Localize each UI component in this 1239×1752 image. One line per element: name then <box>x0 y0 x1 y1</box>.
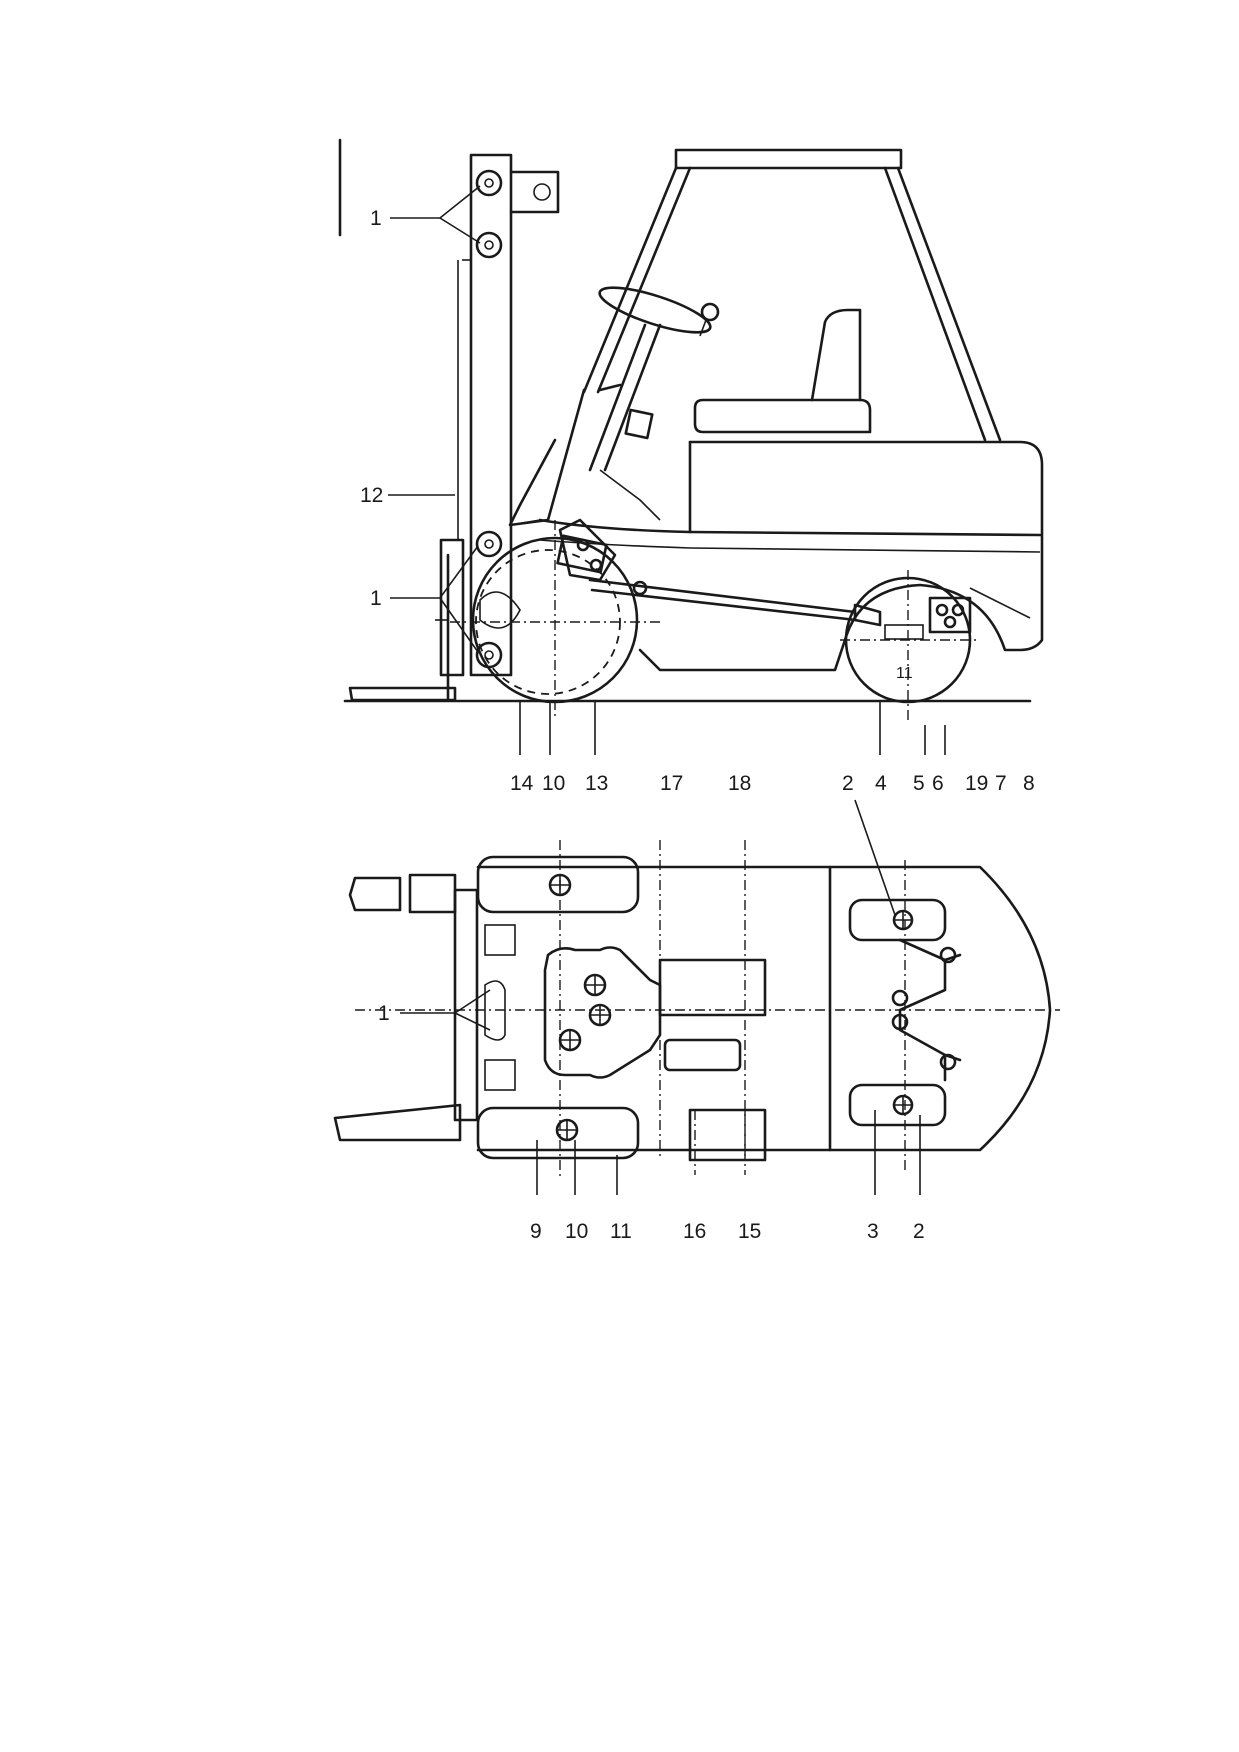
side-view: 11 <box>338 138 1044 795</box>
rear-wheel-bottom <box>848 1083 947 1127</box>
callout-4: 4 <box>875 772 887 795</box>
grease-nipple-icon <box>576 538 590 552</box>
callout-1-mid: 1 <box>370 587 382 610</box>
plan-leader-lines <box>400 799 921 1195</box>
front-wheel-top <box>476 855 640 914</box>
fork-tip-top <box>348 876 402 912</box>
callout-8: 8 <box>1023 772 1035 795</box>
front-cowl <box>508 383 661 527</box>
callout-7: 7 <box>995 772 1007 795</box>
pump-motor-box <box>658 958 767 1017</box>
steering-gearbox <box>558 518 617 582</box>
side-leader-lines <box>388 185 1031 755</box>
callout-5: 5 <box>913 772 925 795</box>
callout-19: 19 <box>965 772 988 795</box>
grease-cluster-icon <box>583 973 607 997</box>
rear-wheel-top <box>848 898 947 942</box>
callout-3: 3 <box>867 1220 879 1243</box>
grease-cluster-icon <box>558 1028 582 1052</box>
callout-10-side: 10 <box>542 772 565 795</box>
callout-16: 16 <box>683 1220 706 1243</box>
callout-9: 9 <box>530 1220 542 1243</box>
callout-6: 6 <box>932 772 944 795</box>
callout-14: 14 <box>510 772 534 795</box>
steering-drag-link <box>556 534 882 627</box>
overhead-guard <box>582 148 1002 442</box>
wheel-label-11: 11 <box>896 665 913 682</box>
callout-12: 12 <box>360 484 383 507</box>
grease-nipple-icon <box>475 530 503 558</box>
drive-axle-housing <box>543 946 662 1079</box>
battery-vent-box <box>663 1038 742 1072</box>
grease-nipple-icon <box>475 169 503 197</box>
rear-grease-cluster-icon <box>928 596 972 634</box>
callout-1-top: 1 <box>370 207 382 230</box>
callout-10-plan: 10 <box>565 1220 588 1243</box>
steer-wheel: 11 <box>840 570 980 720</box>
grease-cluster-icon <box>892 909 914 931</box>
grease-cluster-icon <box>555 1118 579 1142</box>
callout-2-plan: 2 <box>913 1220 925 1243</box>
callout-17: 17 <box>660 772 683 795</box>
callout-13: 13 <box>585 772 608 795</box>
fork-tip-bottom <box>333 1103 462 1142</box>
front-wheel-bottom <box>476 1106 640 1160</box>
grease-nipple-icon <box>589 558 603 572</box>
callout-18: 18 <box>728 772 751 795</box>
callout-11: 11 <box>610 1220 632 1243</box>
grease-cluster-icon <box>892 1094 914 1116</box>
seat <box>693 308 872 434</box>
callout-2-side: 2 <box>842 772 854 795</box>
steering <box>588 286 720 472</box>
forks <box>348 553 457 702</box>
drive-motor-box <box>688 1108 767 1162</box>
plan-view: 1 9 10 11 16 15 3 2 <box>333 799 1060 1243</box>
counterweight-body <box>509 440 1044 672</box>
mast <box>439 153 560 677</box>
drive-wheel <box>450 520 660 720</box>
grease-nipple-icon <box>475 231 503 259</box>
grease-cluster-icon <box>548 873 572 897</box>
grease-cluster-icon <box>588 1003 612 1027</box>
callout-15: 15 <box>738 1220 761 1243</box>
callout-1-plan: 1 <box>378 1002 390 1025</box>
